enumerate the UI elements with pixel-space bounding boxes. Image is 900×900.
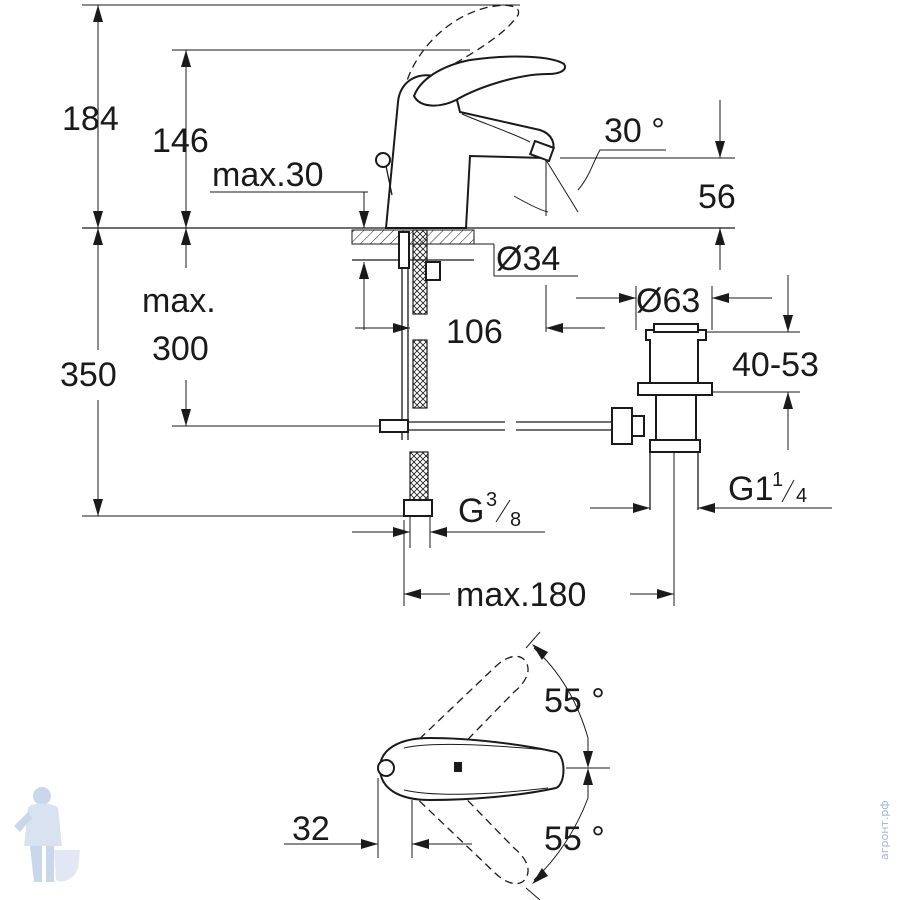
dim-300: 300 xyxy=(152,330,209,368)
svg-text:1: 1 xyxy=(772,469,783,491)
dim-32: 32 xyxy=(292,810,330,848)
dim-350: 350 xyxy=(60,356,117,394)
faucet-body xyxy=(384,74,555,229)
svg-text:8: 8 xyxy=(510,509,521,531)
faucet-side-view xyxy=(375,4,566,229)
dim-max-label: max. xyxy=(142,282,216,320)
svg-text:G: G xyxy=(458,492,484,530)
watermark-plumber-logo xyxy=(14,787,80,882)
dim-146: 146 xyxy=(152,122,209,160)
dim-56: 56 xyxy=(698,178,736,216)
faucet-top-view xyxy=(377,655,610,885)
dim-spout-angle: 30 ° xyxy=(604,112,665,150)
svg-text:3: 3 xyxy=(486,489,497,511)
spout-line xyxy=(461,113,531,143)
dim-diameter-63: Ø63 xyxy=(636,282,700,320)
top-view-dimensions xyxy=(284,631,593,900)
dim-184: 184 xyxy=(62,100,119,138)
dim-lever-angle-bottom: 55 ° xyxy=(544,820,605,858)
dimension-lines xyxy=(82,4,832,606)
lever-top xyxy=(378,736,565,802)
drain-assembly xyxy=(611,323,713,510)
dim-lever-angle-top: 55 ° xyxy=(544,682,605,720)
dim-106: 106 xyxy=(446,313,503,351)
watermark-text: агронт.рф xyxy=(878,800,891,860)
svg-text:G1: G1 xyxy=(728,470,773,508)
dim-max-180: max.180 xyxy=(456,576,586,614)
dim-diameter-34: Ø34 xyxy=(496,240,560,278)
lever xyxy=(412,55,566,107)
dim-max-30: max.30 xyxy=(212,156,324,194)
svg-text:4: 4 xyxy=(796,485,807,507)
aerator xyxy=(528,139,556,163)
dimension-labels: 184 146 max.30 30 ° 56 Ø34 Ø63 106 max. … xyxy=(60,100,819,858)
dim-40-53: 40-53 xyxy=(732,346,819,384)
popup-rod-knob xyxy=(375,152,391,168)
dim-thread-g1-1-4: G1 1 4 xyxy=(728,469,807,508)
dim-thread-g3-8: G 3 8 xyxy=(458,489,521,531)
hose-assembly xyxy=(379,229,612,517)
